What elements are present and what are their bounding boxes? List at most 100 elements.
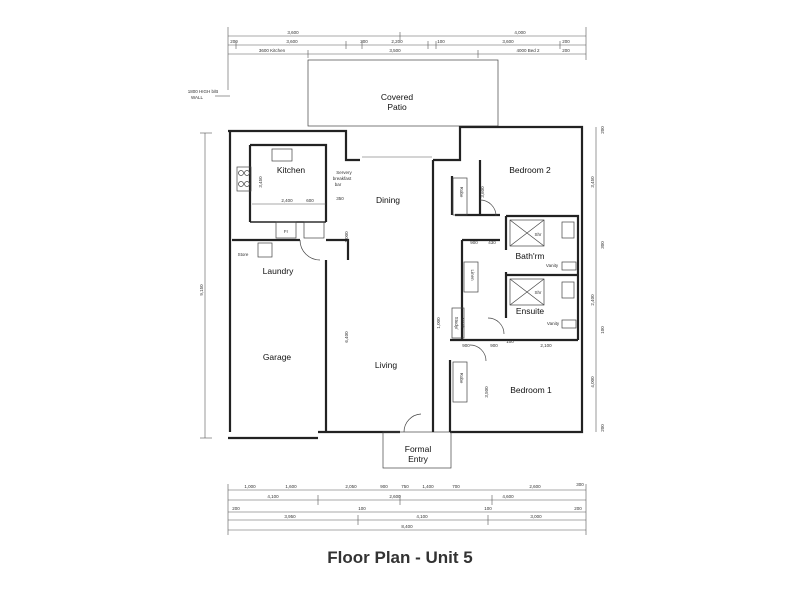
bottom-dim-16: 200 (574, 506, 582, 511)
ensuite-vanity (561, 319, 577, 329)
bottom-dim-20: 8,400 (401, 524, 413, 529)
ensuite-shower (509, 278, 545, 306)
formal-entry-porch (382, 431, 452, 469)
dining-door-dim: 1,000 (344, 231, 349, 243)
laundry-label: Laundry (263, 266, 294, 276)
interior-walls (232, 143, 580, 432)
left-total-dim: 9,150 (199, 284, 204, 296)
robe-top (452, 177, 468, 216)
bottom-dim-12: 4,600 (502, 494, 514, 499)
robe-top-label: Robe (459, 187, 464, 198)
laundry-door-swing (299, 239, 321, 261)
ensuite-toilet (561, 281, 575, 299)
bedroom1-label: Bedroom 1 (510, 385, 552, 395)
study-nook (451, 307, 465, 339)
bed2-door-swing (479, 199, 497, 217)
formal-entry-label-1: Formal (405, 444, 432, 454)
robe-bottom-label: Robe (459, 373, 464, 384)
covered-patio-label-2: Patio (387, 102, 407, 112)
bottom-dim-1: 1,000 (244, 484, 256, 489)
study-dim: 1,000 (436, 317, 441, 329)
linen-cupboard (463, 261, 479, 293)
top-dim-10: 3600 Kitchen (259, 48, 286, 53)
top-dimension-lines: 3,600 4,000 200 3,600 300 2,200 100 3,60… (227, 27, 587, 90)
bedroom2-label: Bedroom 2 (509, 165, 551, 175)
vanity-bottom-label: Vanity (547, 321, 560, 326)
bottom-dim-8: 2,600 (529, 484, 541, 489)
bath-shower (509, 219, 545, 247)
wall-note-1: 1800 HIGH b/B (188, 89, 219, 94)
right-dim-c: 4,000 (590, 376, 595, 388)
right-dim-3: 100 (600, 326, 605, 334)
bar-label: bar (335, 182, 342, 187)
bath-a-dim: 900 (470, 240, 478, 245)
top-dim-7: 100 (437, 39, 445, 44)
study-label: Study/ (454, 317, 459, 331)
vanity-top-label: Vanity (546, 263, 559, 268)
laundry-tub (257, 242, 273, 258)
right-dim-2: 300 (600, 241, 605, 249)
kitchen-sink (271, 148, 293, 162)
wall-note-2: WALL (191, 95, 204, 100)
top-dim-13: 200 (562, 48, 570, 53)
bed1-h-dim: 3,500 (484, 386, 489, 398)
top-dim-12: 4000 Bed 2 (516, 48, 540, 53)
entry-door-swing (403, 413, 422, 433)
top-dim-3: 200 (230, 39, 238, 44)
plan-caption: Floor Plan - Unit 5 (327, 548, 473, 567)
right-dim-b: 2,400 (590, 294, 595, 306)
top-dim-2: 4,000 (514, 30, 526, 35)
bottom-dim-10: 4,100 (267, 494, 279, 499)
kitchen-h-dim: 3,450 (258, 176, 263, 188)
right-dim-1: 200 (600, 126, 605, 134)
bottom-dim-17: 3,950 (284, 514, 296, 519)
right-dim-a: 3,450 (590, 176, 595, 188)
ens-b-dim: 100 (506, 339, 514, 344)
top-dim-4: 3,600 (286, 39, 298, 44)
formal-entry-label-2: Entry (408, 454, 429, 464)
bath-b-dim: 430 (488, 240, 496, 245)
pantry (303, 221, 325, 239)
bath-shr-label: Shr (534, 232, 542, 237)
kitchen-c-dim: 350 (336, 196, 344, 201)
store-label: Store (238, 252, 249, 257)
top-dim-8: 3,600 (502, 39, 514, 44)
ensuite-label: Ensuite (516, 306, 545, 316)
bed1-door-swing (469, 344, 487, 362)
servery-label: Servery (336, 170, 352, 175)
garage-label: Garage (263, 352, 292, 362)
ens-a2-dim: 900 (490, 343, 498, 348)
covered-patio (307, 59, 499, 127)
top-dim-6: 2,200 (391, 39, 403, 44)
top-dim-11: 3,500 (389, 48, 401, 53)
robe-bottom (452, 361, 468, 403)
bed2-h-dim: 3,600 (480, 186, 485, 198)
ensuite-shr-label: Shr (534, 290, 542, 295)
kitchen-width-dim: 2,400 (281, 198, 293, 203)
living-label: Living (375, 360, 397, 370)
right-dim-4: 200 (600, 424, 605, 432)
kitchen-label: Kitchen (277, 165, 306, 175)
bottom-dim-7: 700 (452, 484, 460, 489)
bottom-dimension-lines: 1,000 1,600 2,050 900 750 1,400 700 2,60… (227, 482, 587, 535)
fridge-space (275, 221, 297, 239)
covered-patio-label-1: Covered (381, 92, 413, 102)
top-dim-9: 200 (562, 39, 570, 44)
bottom-dim-18: 4,100 (416, 514, 428, 519)
bottom-dim-11: 2,600 (389, 494, 401, 499)
bottom-dim-19: 3,000 (530, 514, 542, 519)
linen-label: Linen (470, 269, 475, 281)
ens-a-dim: 900 (462, 343, 470, 348)
top-dim-5: 300 (360, 39, 368, 44)
dining-label: Dining (376, 195, 400, 205)
nook-label: Nook (460, 318, 465, 329)
top-dim-1: 3,600 (287, 30, 299, 35)
bath-vanity (561, 261, 577, 271)
bottom-dim-2: 1,600 (285, 484, 297, 489)
kitchen-b-dim: 600 (306, 198, 314, 203)
bottom-dim-5: 750 (401, 484, 409, 489)
bottom-dim-4: 900 (380, 484, 388, 489)
cooktop (236, 166, 252, 192)
living-h-dim: 6,400 (344, 331, 349, 343)
